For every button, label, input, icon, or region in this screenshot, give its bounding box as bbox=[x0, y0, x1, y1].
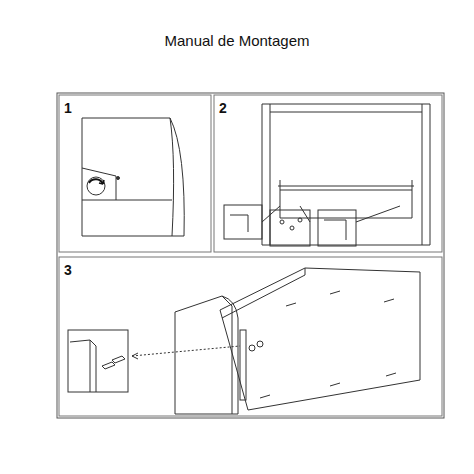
step-number: 1 bbox=[64, 100, 72, 116]
panel-frame bbox=[214, 95, 442, 252]
cabinet-drawer bbox=[224, 104, 430, 246]
headboard-panel bbox=[82, 118, 184, 236]
page-title: Manual de Montagem bbox=[164, 32, 309, 49]
panel-frame bbox=[59, 257, 442, 416]
outer-frame bbox=[57, 93, 444, 418]
step-number: 2 bbox=[219, 100, 227, 116]
panel-frame bbox=[59, 95, 211, 252]
box-assembly bbox=[68, 268, 420, 414]
step-number: 3 bbox=[64, 262, 72, 278]
